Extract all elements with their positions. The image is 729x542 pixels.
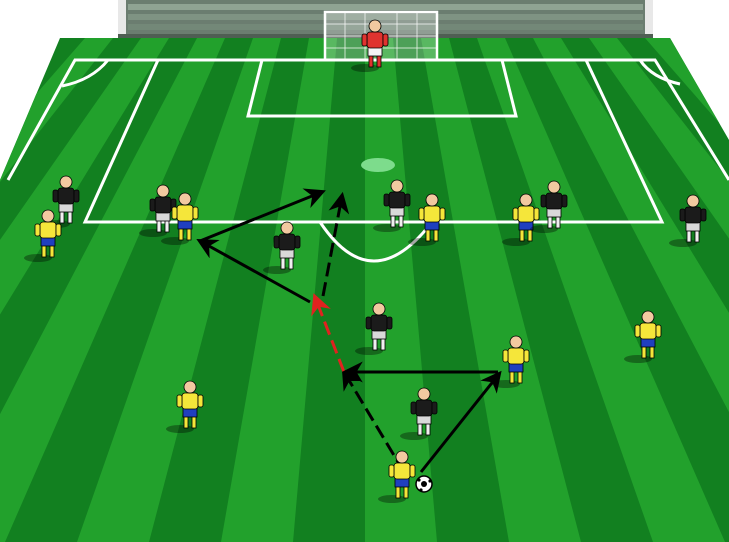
soccer-ball-icon (416, 476, 432, 492)
target-zone-icon (361, 158, 395, 172)
